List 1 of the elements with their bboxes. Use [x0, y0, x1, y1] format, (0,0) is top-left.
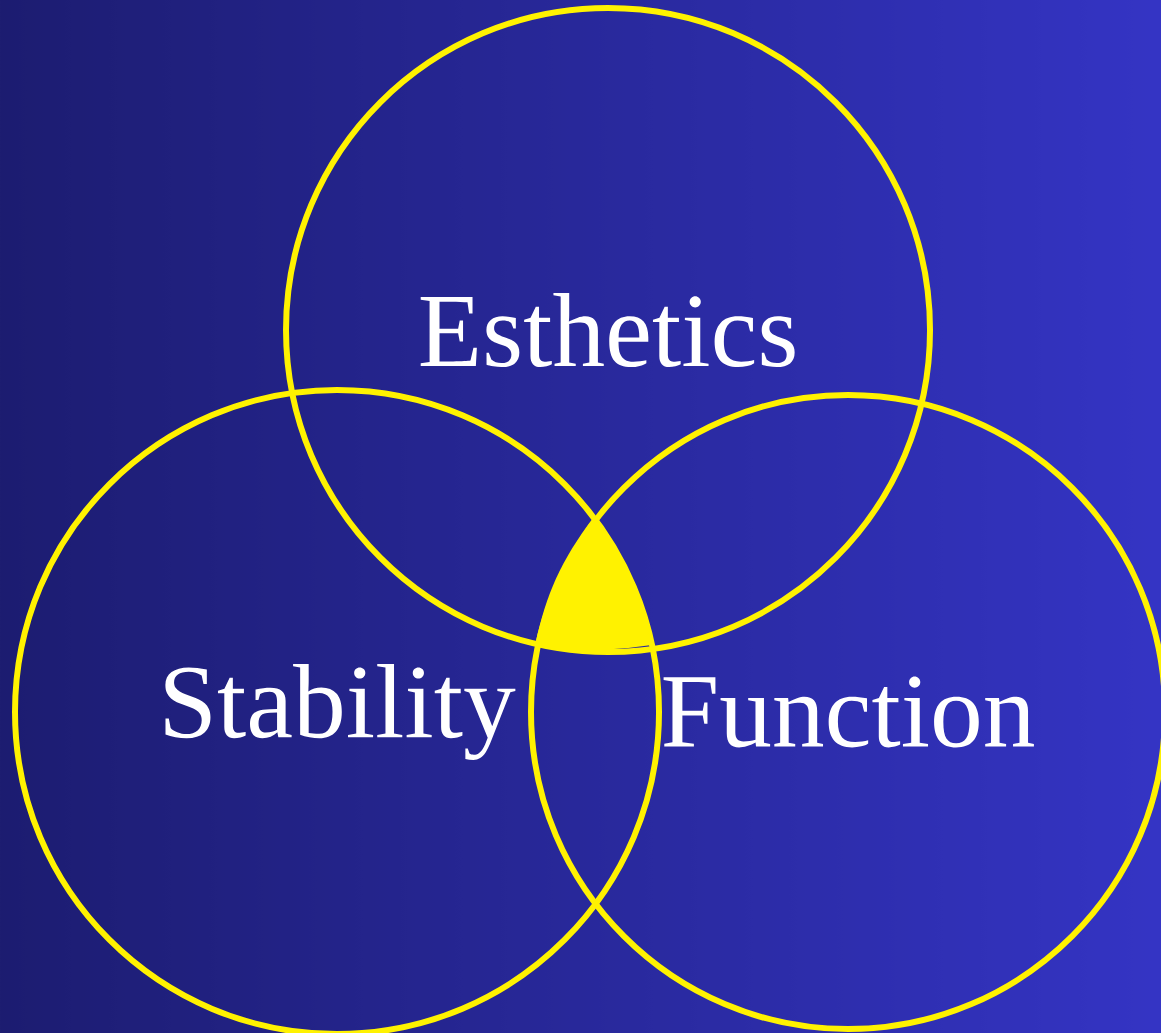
- center-triangle: [535, 518, 652, 650]
